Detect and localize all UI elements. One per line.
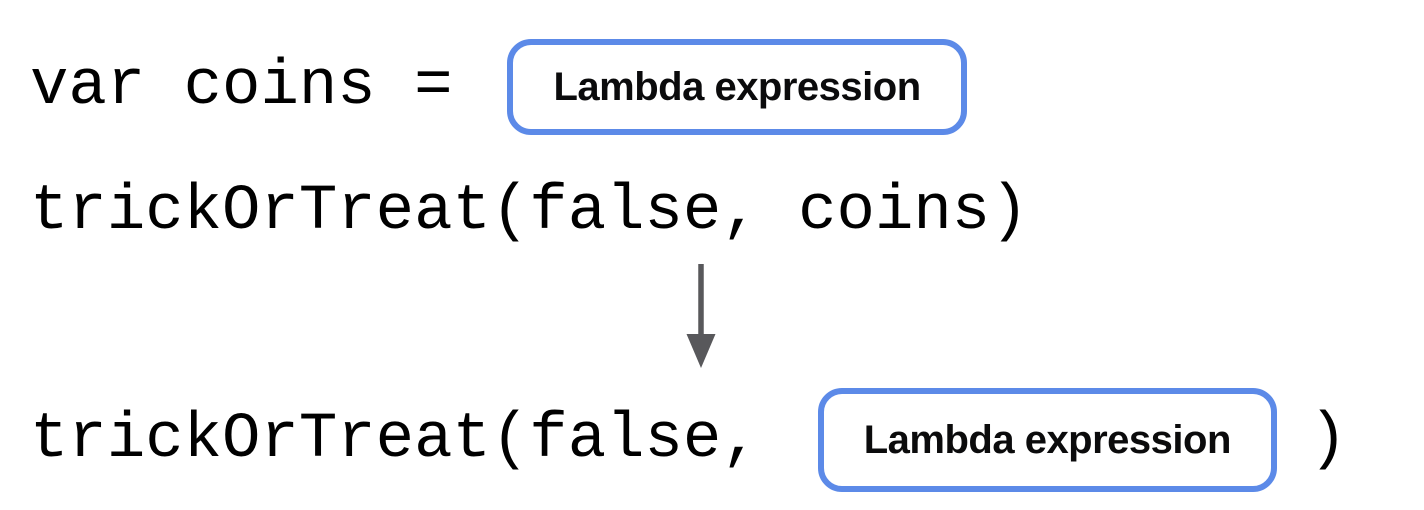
lambda-expression-label: Lambda expression (863, 417, 1232, 462)
code-closing-paren: ) (1308, 404, 1348, 476)
code-function-call-with-variable: trickOrTreat(false, coins) (30, 176, 1029, 248)
inlined-function-call-row: trickOrTreat(false, Lambda expression ) (30, 384, 1347, 496)
function-call-row: trickOrTreat(false, coins) (30, 172, 1029, 252)
lambda-expression-box-argument: Lambda expression (817, 388, 1277, 492)
lambda-expression-label: Lambda expression (553, 64, 921, 109)
variable-declaration-row: var coins = Lambda expression (30, 30, 967, 144)
code-function-call-before-lambda: trickOrTreat(false, (30, 404, 760, 476)
code-var-declaration: var coins = (30, 51, 453, 123)
down-arrow-icon (686, 264, 716, 368)
lambda-expression-box-assignment: Lambda expression (507, 39, 967, 135)
